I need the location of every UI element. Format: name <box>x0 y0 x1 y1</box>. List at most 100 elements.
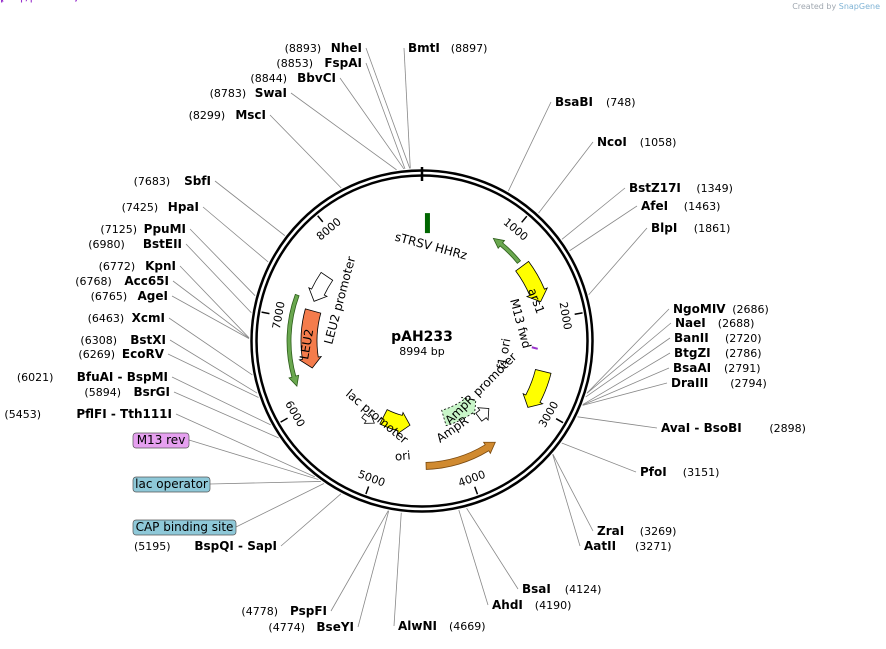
enzyme-name: BmtI <box>408 41 440 55</box>
primer-name: pBRforEco <box>0 0 62 3</box>
enzyme-name: NheI <box>331 41 362 55</box>
ring-tick-label-group: 7000 <box>270 300 288 330</box>
plasmid-name: pAH233 <box>391 329 453 345</box>
ring-tick-label: 5000 <box>356 468 387 490</box>
enzyme-name: BspQI - SapI <box>194 539 277 553</box>
ring-tick <box>365 486 370 495</box>
primer-position: (3033 .. 3052) <box>0 0 79 3</box>
enzyme-lead <box>582 367 670 406</box>
enzyme-name: AlwNI <box>398 619 437 633</box>
enzyme-lead <box>179 265 250 339</box>
enzyme-lead <box>552 453 594 532</box>
enzyme-position: (4124) <box>565 583 602 596</box>
enzyme-lead <box>172 280 250 339</box>
ring-tick-label: 2000 <box>556 301 574 331</box>
enzyme-name: BstXI <box>130 333 166 347</box>
leu2-arrow <box>286 293 300 387</box>
ring-tick <box>280 417 288 423</box>
ring-tick <box>474 486 479 495</box>
enzyme-position: (2786) <box>725 347 762 360</box>
enzyme-position: (2794) <box>730 377 767 390</box>
enzyme-name: Acc65I <box>124 274 169 288</box>
feature-label: f1 ori <box>494 337 513 370</box>
enzyme-position: (8783) <box>210 87 247 100</box>
primer-name: F1ori-F <box>0 0 41 3</box>
primer-position: (2648 .. 2667) <box>0 0 79 3</box>
primer-position: (2332 .. 2349) <box>0 0 79 3</box>
strsv-feature <box>424 213 430 234</box>
enzyme-lead <box>552 454 581 547</box>
primer-position: (3152 .. 3174) <box>0 0 79 3</box>
ring-tick-label-group: 6000 <box>282 399 307 430</box>
enzyme-lead <box>507 101 552 192</box>
enzyme-name: BsrGI <box>133 385 170 399</box>
enzyme-name: FspAI <box>324 56 362 70</box>
enzyme-position: (3269) <box>640 525 677 538</box>
tag-box <box>132 432 190 449</box>
enzyme-position: (1349) <box>696 182 733 195</box>
enzyme-lead <box>393 512 402 627</box>
enzyme-position: (8897) <box>451 42 488 55</box>
enzyme-lead <box>569 205 638 252</box>
enzyme-name: BtgZI <box>674 346 711 360</box>
enzyme-lead <box>339 77 405 170</box>
enzyme-name: AatII <box>584 539 616 553</box>
enzyme-position: (6765) <box>91 290 128 303</box>
enzyme-lead <box>585 337 671 398</box>
enzyme-lead <box>357 510 390 628</box>
enzyme-lead <box>365 47 411 169</box>
enzyme-lead <box>586 322 672 394</box>
snapgene-credit: Created by SnapGene <box>792 2 880 11</box>
ring-tick <box>555 418 564 424</box>
leu2-feature <box>298 308 323 369</box>
enzyme-name: BsaI <box>522 582 551 596</box>
enzyme-position: (6269) <box>78 348 115 361</box>
enzyme-lead <box>214 180 286 236</box>
snapgene-brand: SnapGene <box>838 2 880 11</box>
enzyme-name: BsaBI <box>555 95 593 109</box>
ring-tick-label-group: 2000 <box>556 301 574 331</box>
enzyme-position: (3271) <box>635 540 672 553</box>
ring-tick-label: 6000 <box>282 399 307 430</box>
enzyme-lead <box>290 92 397 171</box>
feature-label: LEU2 promoter <box>321 255 358 346</box>
enzyme-name: BbvCI <box>297 71 336 85</box>
ring-tick-label: 7000 <box>270 300 288 330</box>
enzyme-lead <box>169 339 258 394</box>
tag-box <box>132 476 211 493</box>
enzyme-position: (1861) <box>694 222 731 235</box>
enzyme-position: (4778) <box>241 605 278 618</box>
lac-promoter-feature <box>361 413 375 424</box>
enzyme-lead <box>458 509 489 606</box>
ori-feature <box>379 409 411 435</box>
enzyme-name: PpuMI <box>144 222 186 236</box>
ring-tick <box>574 312 583 315</box>
enzyme-lead <box>403 47 411 169</box>
primer-name: pGEX 3' <box>0 0 47 3</box>
ring-tick-label: 4000 <box>456 468 487 490</box>
enzyme-position: (3151) <box>683 466 720 479</box>
enzyme-name: KpnI <box>145 259 176 273</box>
m13-fwd-site <box>531 346 538 350</box>
enzyme-name: PflFI - Tth111I <box>76 407 172 421</box>
enzyme-position: (5453) <box>4 408 41 421</box>
plasmid-length: 8994 bp <box>399 345 444 358</box>
enzyme-name: ZraI <box>597 524 624 538</box>
enzyme-name: SwaI <box>255 86 287 100</box>
enzyme-lead <box>538 141 594 214</box>
enzyme-position: (6021) <box>17 371 54 384</box>
enzyme-name: NcoI <box>597 135 627 149</box>
enzyme-name: DraIII <box>671 376 708 390</box>
enzyme-lead <box>167 353 259 398</box>
enzyme-position: (7683) <box>134 175 171 188</box>
enzyme-name: BanII <box>674 331 709 345</box>
enzyme-name: BstZ17I <box>629 181 681 195</box>
ring-tick-label: 1000 <box>501 216 531 244</box>
primer-position: (3621 .. 3640) <box>0 0 79 3</box>
primer-position: (2858 .. 2879) <box>0 0 79 3</box>
enzyme-position: (6768) <box>75 275 112 288</box>
enzyme-name: NaeI <box>675 316 706 330</box>
m13-fwd-arrow <box>492 237 522 264</box>
enzyme-name: EcoRV <box>122 347 165 361</box>
ampr-feature <box>441 396 477 427</box>
